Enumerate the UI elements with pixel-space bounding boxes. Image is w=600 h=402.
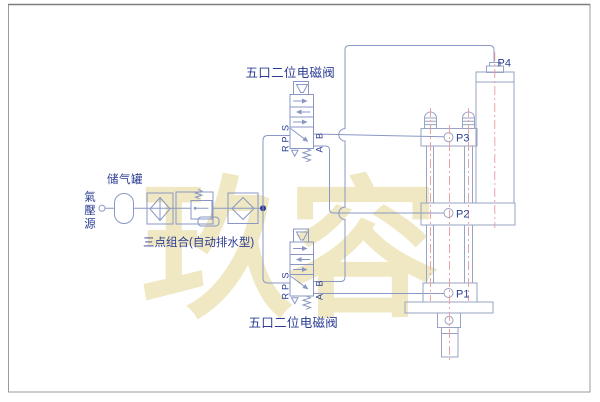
piston-rod xyxy=(441,327,459,358)
storage-tank-symbol xyxy=(114,193,134,224)
top-valve-title: 五口二位电磁阀 xyxy=(246,65,336,80)
filter-symbol xyxy=(146,192,174,225)
bottom-valve-b-to-p4-line xyxy=(313,45,495,282)
lower-tie-rods xyxy=(426,225,473,283)
frl-unit-label: 三点组合(自动排水型) xyxy=(143,235,254,249)
piping-group xyxy=(262,45,495,294)
port-p1-label: P1 xyxy=(456,289,469,301)
port-p3-circle xyxy=(443,132,454,143)
p3-head-plate xyxy=(420,128,478,147)
air-source-label: 氣壓源 xyxy=(83,190,96,231)
supply-to-top-valve-line xyxy=(262,135,291,209)
cylinder-assembly xyxy=(404,62,516,358)
port-p3-label: P3 xyxy=(456,133,469,145)
bottom-valve-title: 五口二位电磁阀 xyxy=(249,315,339,330)
upper-tie-rods xyxy=(426,146,473,203)
air-source-symbol xyxy=(98,204,106,212)
top-valve-b-to-p3-line xyxy=(313,133,445,138)
solenoid-valve-top xyxy=(281,82,325,162)
top-valve-a-to-p2-line xyxy=(313,145,445,214)
port-p2-circle xyxy=(443,208,454,218)
port-p2-label: P2 xyxy=(456,209,469,221)
rod-clevis-block xyxy=(437,312,461,328)
centerlines-group xyxy=(430,52,496,361)
supply-to-bottom-valve-line xyxy=(262,207,291,284)
port-p1-circle xyxy=(443,288,454,298)
lubricator-symbol xyxy=(227,192,259,224)
port-p4-label: P4 xyxy=(498,58,511,70)
regulator-symbol xyxy=(175,189,220,227)
brand-watermark: 玖容 xyxy=(141,166,438,336)
storage-tank-label: 储气罐 xyxy=(107,172,143,186)
p2-middle-plate xyxy=(420,202,516,226)
clevis-pin-hole xyxy=(444,315,454,325)
